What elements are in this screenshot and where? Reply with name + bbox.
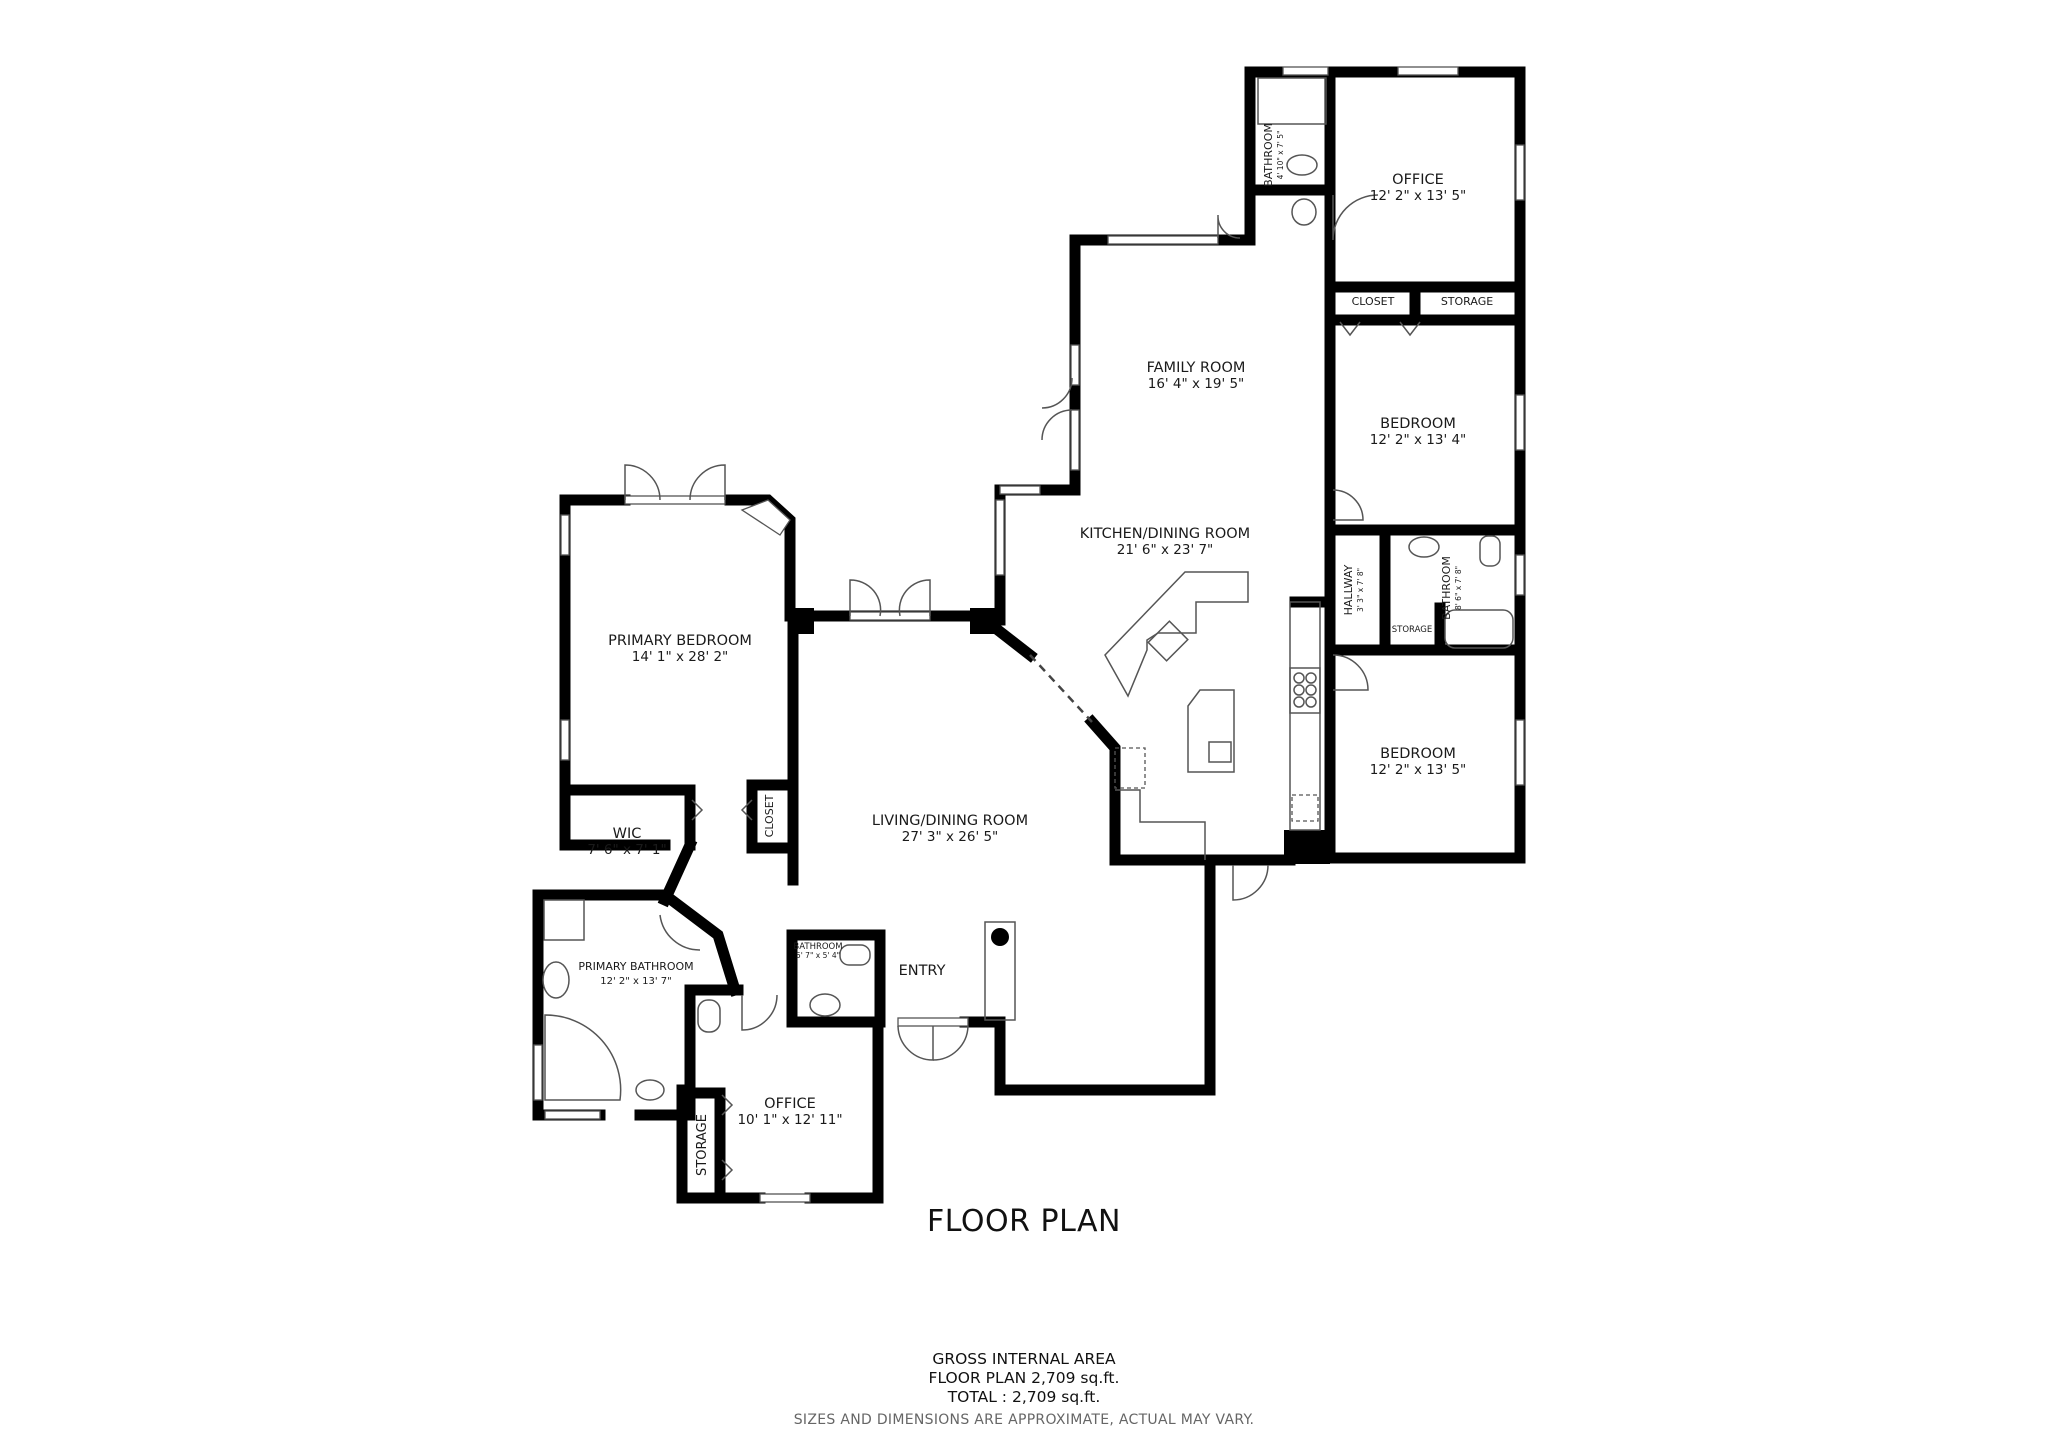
- label-kitchen-dining: KITCHEN/DINING ROOM: [1080, 526, 1250, 542]
- label-closet-ne: CLOSET: [1352, 295, 1395, 308]
- dims-bedroom-1: 12' 2" x 13' 4": [1370, 432, 1467, 448]
- label-storage-e: STORAGE: [1392, 625, 1432, 635]
- label-wic: WIC: [613, 826, 642, 842]
- label-primary-bathroom: PRIMARY BATHROOM: [578, 960, 693, 973]
- label-hallway: HALLWAY: [1342, 564, 1355, 615]
- label-storage-sw: STORAGE: [695, 1114, 710, 1176]
- dims-family-room: 16' 4" x 19' 5": [1148, 376, 1245, 392]
- disclaimer: SIZES AND DIMENSIONS ARE APPROXIMATE, AC…: [793, 1412, 1255, 1428]
- dims-primary-bedroom: 14' 1" x 28' 2": [632, 649, 729, 665]
- dims-bathroom-half: 5' 7" x 5' 4": [796, 951, 840, 960]
- entry-column: [984, 921, 1016, 1021]
- area-floor-plan: FLOOR PLAN 2,709 sq.ft.: [928, 1369, 1120, 1387]
- label-bathroom-ne: BATHROOM: [1262, 123, 1275, 187]
- windows: [533, 66, 1525, 1203]
- dims-living-dining: 27' 3" x 26' 5": [902, 829, 999, 845]
- dims-wic: 7' 6" x 7' 1": [587, 842, 666, 858]
- label-bedroom-1: BEDROOM: [1380, 416, 1456, 432]
- label-storage-ne: STORAGE: [1441, 295, 1493, 308]
- area-total: TOTAL : 2,709 sq.ft.: [947, 1388, 1101, 1406]
- bath-fixtures: [542, 77, 1514, 1101]
- label-bathroom-half: BATHROOM: [793, 942, 842, 952]
- dims-primary-bathroom: 12' 2" x 13' 7": [600, 976, 672, 987]
- dims-office-ne: 12' 2" x 13' 5": [1370, 188, 1467, 204]
- dims-bathroom-e: 8' 6" x 7' 8": [1454, 566, 1463, 610]
- room-labels: OFFICE 12' 2" x 13' 5" BATHROOM 4' 10" x…: [578, 123, 1493, 1176]
- dims-bathroom-ne: 4' 10" x 7' 5": [1276, 131, 1285, 180]
- plan-title: FLOOR PLAN: [927, 1204, 1121, 1239]
- kitchen-fixtures: [1029, 571, 1321, 860]
- label-family-room: FAMILY ROOM: [1147, 360, 1246, 376]
- label-office-sw: OFFICE: [764, 1096, 816, 1112]
- dims-kitchen-dining: 21' 6" x 23' 7": [1117, 542, 1214, 558]
- label-entry: ENTRY: [899, 963, 946, 979]
- label-primary-bedroom: PRIMARY BEDROOM: [608, 633, 752, 649]
- label-living-dining: LIVING/DINING ROOM: [872, 813, 1028, 829]
- label-bedroom-2: BEDROOM: [1380, 746, 1456, 762]
- wall-blocks: [790, 608, 1330, 864]
- label-office-ne: OFFICE: [1392, 172, 1444, 188]
- dims-office-sw: 10' 1" x 12' 11": [737, 1112, 842, 1128]
- doors: [624, 194, 1421, 1181]
- area-heading: GROSS INTERNAL AREA: [932, 1350, 1116, 1368]
- label-bathroom-e: BATHROOM: [1440, 556, 1453, 620]
- dims-bedroom-2: 12' 2" x 13' 5": [1370, 762, 1467, 778]
- label-closet-w: CLOSET: [763, 794, 776, 837]
- dims-hallway: 3' 3" x 7' 8": [1356, 568, 1365, 612]
